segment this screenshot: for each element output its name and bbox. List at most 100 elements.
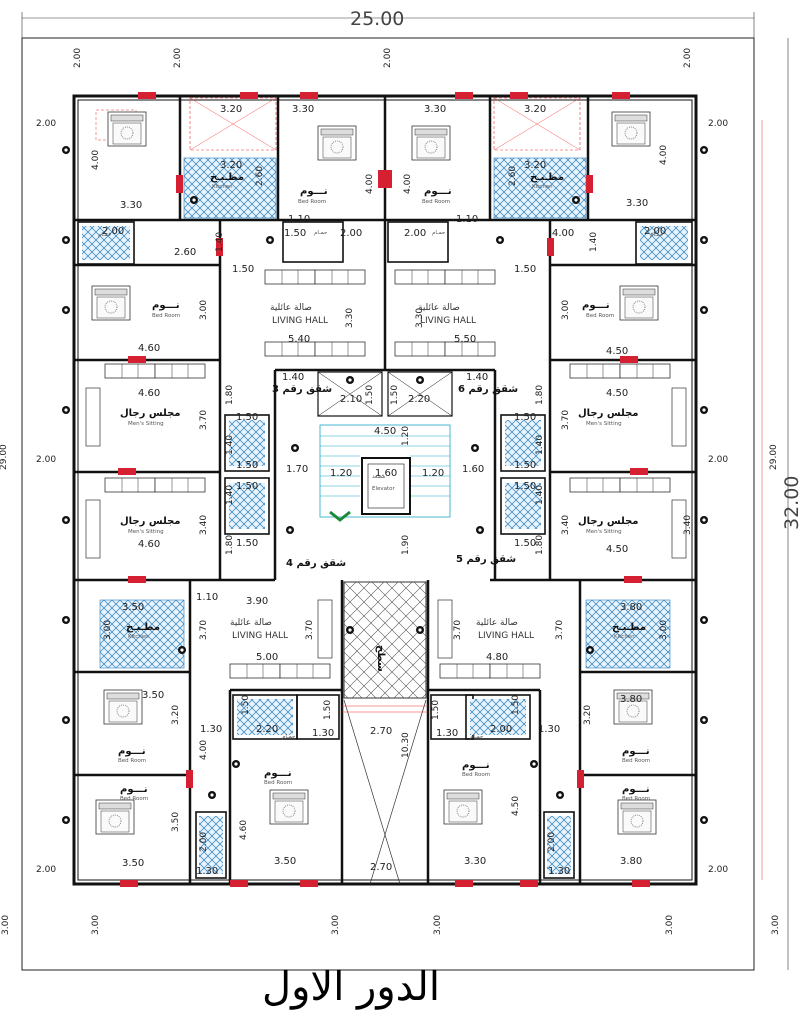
shaft-3-label: شقق رقم 3 — [272, 384, 332, 395]
dim-left-setback-3: 2.00 — [36, 865, 56, 875]
dimension-label: 3.40 — [561, 515, 571, 535]
dimension-label: 3.30 — [292, 104, 314, 115]
dimension-label: 1.70 — [286, 464, 308, 475]
dimension-label: 3.70 — [199, 620, 209, 640]
bedroom-sublabel: Bed Room — [462, 772, 490, 778]
dimension-label: 4.60 — [138, 388, 160, 399]
dimension-label: 1.30 — [538, 724, 560, 735]
dim-right-setback-3: 2.00 — [708, 865, 728, 875]
dimension-label: 4.50 — [606, 544, 628, 555]
dimension-label: 1.20 — [422, 468, 444, 479]
majlis-label: مجلس رجال — [120, 408, 181, 419]
dimension-label: 3.80 — [620, 694, 642, 705]
dimension-label: 3.00 — [659, 620, 669, 640]
dimension-label: 3.30 — [415, 308, 425, 328]
bedroom-sublabel: Bed Room — [586, 313, 614, 319]
overall-height-label: 32.00 — [781, 476, 800, 530]
dimension-label: 2.00 — [490, 724, 512, 735]
dimension-label: 3.20 — [583, 705, 593, 725]
dimension-label: 3.00 — [561, 300, 571, 320]
living-hall-sublabel: LIVING HALL — [478, 631, 534, 641]
bedroom-sublabel: Bed Room — [622, 796, 650, 802]
inner-height-right: 29.00 — [769, 444, 779, 470]
dimension-label: 4.50 — [374, 426, 396, 437]
dimension-label: 1.80 — [225, 535, 235, 555]
majlis-label: مجلس رجال — [578, 408, 639, 419]
bath-label: حمـام — [650, 232, 663, 238]
bath-label: حمـام — [282, 734, 295, 740]
dim-right-setback-2: 2.00 — [708, 455, 728, 465]
dimension-label: 1.40 — [466, 372, 488, 383]
dimension-label: 4.50 — [606, 346, 628, 357]
bedroom-sublabel: Bed Room — [118, 758, 146, 764]
dim-left-setback-2: 2.00 — [36, 455, 56, 465]
dimension-label: 1.50 — [236, 481, 258, 492]
windows — [118, 92, 650, 887]
kitchen-sublabel: Kitchen — [614, 634, 635, 640]
dimension-label: 3.70 — [199, 410, 209, 430]
dimension-label: 1.40 — [215, 232, 225, 252]
bedroom-label: نـــوم — [118, 746, 146, 757]
kitchen-sublabel: Kitchen — [128, 634, 149, 640]
dimension-label: 3.50 — [171, 812, 181, 832]
dimension-label: 2.00 — [199, 832, 209, 852]
kitchen-label: مطـبـخ — [126, 622, 160, 633]
bath-label: حمـام — [432, 230, 445, 236]
bedroom-label: نـــوم — [622, 784, 650, 795]
bedroom-label: نـــوم — [622, 746, 650, 757]
dimension-label: 2.60 — [174, 247, 196, 258]
dimension-label: 1.50 — [365, 385, 375, 405]
dimension-label: 4.00 — [659, 145, 669, 165]
dimension-label: 1.50 — [514, 538, 536, 549]
majlis-sublabel: Men's Sitting — [128, 421, 164, 427]
kitchen-label: مطـبـخ — [612, 622, 646, 633]
dimension-label: 2.20 — [408, 394, 430, 405]
dimension-label: 2.00 — [340, 228, 362, 239]
dimension-label: 1.10 — [288, 214, 310, 225]
tiled-areas — [82, 157, 688, 874]
dimension-label: 3.50 — [274, 856, 296, 867]
dimension-label: 1.60 — [375, 468, 397, 479]
dimension-label: 1.50 — [232, 264, 254, 275]
dimension-label: 1.50 — [514, 460, 536, 471]
dim-top-setback-3: 2.00 — [383, 48, 393, 68]
dimension-label: 2.20 — [256, 724, 278, 735]
dimension-label: 5.00 — [256, 652, 278, 663]
dimension-label: 2.00 — [547, 832, 557, 852]
roof-void — [343, 581, 427, 699]
dim-top-setback-4: 2.00 — [683, 48, 693, 68]
dimension-label: 1.40 — [589, 232, 599, 252]
dimension-label: 1.50 — [514, 412, 536, 423]
bedroom-sublabel: Bed Room — [264, 780, 292, 786]
kitchen-sublabel: Kitchen — [212, 184, 233, 190]
bath-label: حمـام — [98, 232, 111, 238]
dimension-label: 3.20 — [524, 104, 546, 115]
dimension-label: 1.60 — [462, 464, 484, 475]
dimension-label: 1.50 — [236, 460, 258, 471]
inner-height-left: 29.00 — [0, 444, 9, 470]
dimension-label: 1.50 — [236, 538, 258, 549]
dim-bottom-setback-3: 3.00 — [433, 915, 443, 935]
dimension-label: 1.50 — [236, 412, 258, 423]
dimension-label: 3.70 — [555, 620, 565, 640]
bedroom-label: نـــوم — [152, 300, 180, 311]
dimension-label: 1.40 — [282, 372, 304, 383]
dimension-label: 3.70 — [561, 410, 571, 430]
dimension-label: 3.20 — [220, 160, 242, 171]
staircase: مصعد Elevator — [319, 424, 451, 522]
dimension-label: 4.00 — [403, 174, 413, 194]
dimension-label: 1.50 — [431, 700, 441, 720]
shaft-5-label: شقق رقم 5 — [456, 554, 516, 565]
living-hall-label: صالة عائلية — [418, 303, 460, 313]
dimension-label: 1.50 — [284, 228, 306, 239]
dimension-label: 3.80 — [620, 856, 642, 867]
dimension-label: 2.70 — [370, 726, 392, 737]
shaft-4-label: شقق رقم 4 — [286, 558, 346, 569]
dimension-label: 1.50 — [241, 695, 251, 715]
dimension-label: 1.40 — [225, 435, 235, 455]
bedroom-label: نـــوم — [120, 784, 148, 795]
sofa-furniture — [85, 269, 687, 679]
dimension-label: 3.50 — [142, 690, 164, 701]
dimension-label: 4.00 — [365, 174, 375, 194]
